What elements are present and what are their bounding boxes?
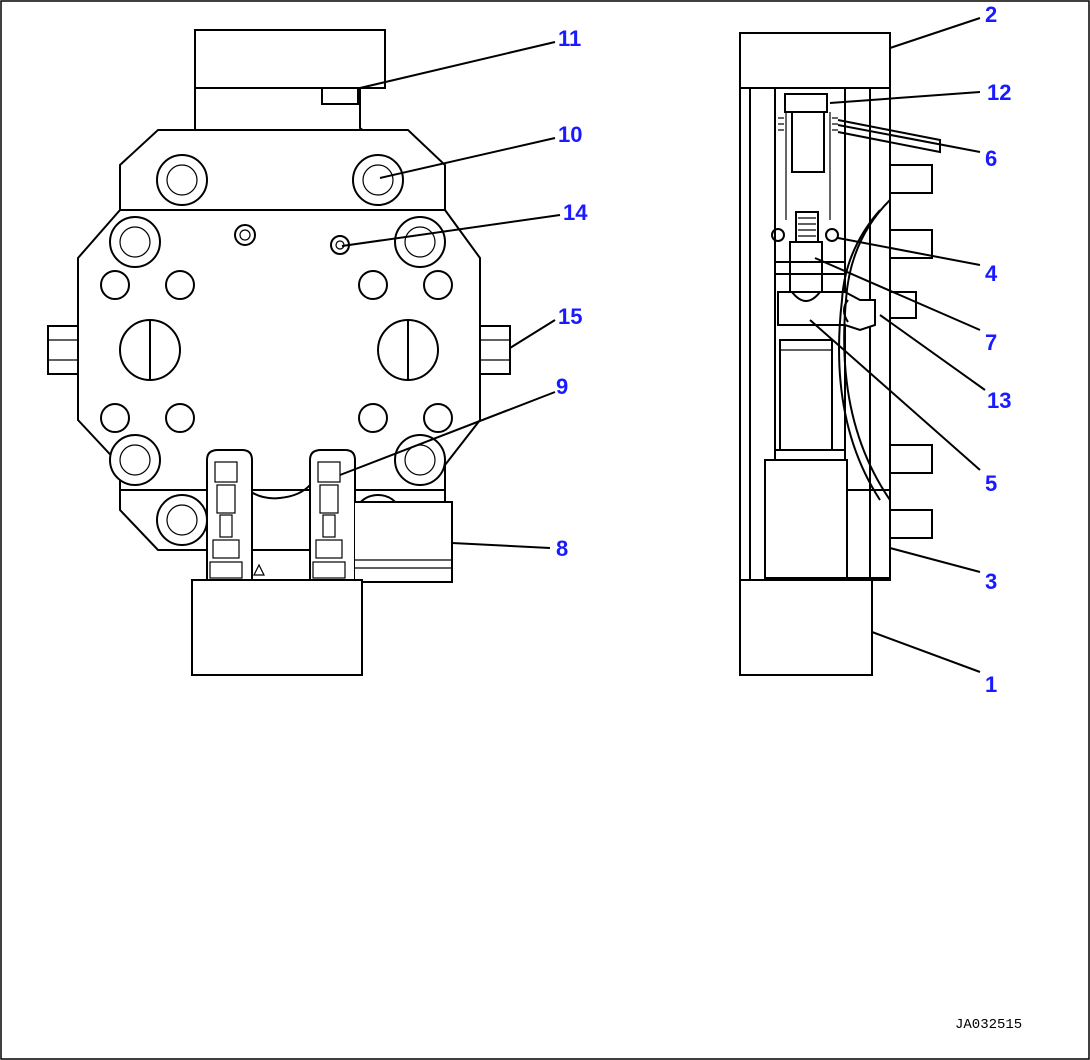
leader-lines [339, 17, 986, 673]
callout-8: 8 [556, 536, 568, 561]
top-cap [739, 32, 891, 89]
callout-13: 13 [987, 388, 1011, 413]
bottom-cap [739, 579, 873, 676]
small-holes [100, 224, 453, 433]
main-ports [119, 319, 439, 381]
callout-14: 14 [563, 200, 588, 225]
solenoid-housings [206, 449, 356, 581]
callout-9: 9 [556, 374, 568, 399]
plug-11 [321, 87, 359, 105]
side-plug-left [47, 325, 79, 375]
bottom-block [191, 579, 363, 676]
callout-5: 5 [985, 471, 997, 496]
callout-12: 12 [987, 80, 1011, 105]
connector-8 [355, 501, 453, 583]
drawing-code: JA032515 [955, 1017, 1022, 1033]
callout-10: 10 [558, 122, 582, 147]
callout-6: 6 [985, 146, 997, 171]
callout-3: 3 [985, 569, 997, 594]
callout-7: 7 [985, 330, 997, 355]
side-plug-right [479, 325, 511, 375]
callout-4: 4 [985, 261, 998, 286]
callout-15: 15 [558, 304, 582, 329]
section-ports [889, 164, 933, 539]
callouts: 11 10 14 15 9 8 2 12 6 4 7 13 5 3 1 [556, 2, 1011, 697]
section-view [739, 32, 941, 676]
front-view [47, 29, 511, 676]
callout-1: 1 [985, 672, 997, 697]
callout-2: 2 [985, 2, 997, 27]
callout-11: 11 [558, 26, 581, 51]
